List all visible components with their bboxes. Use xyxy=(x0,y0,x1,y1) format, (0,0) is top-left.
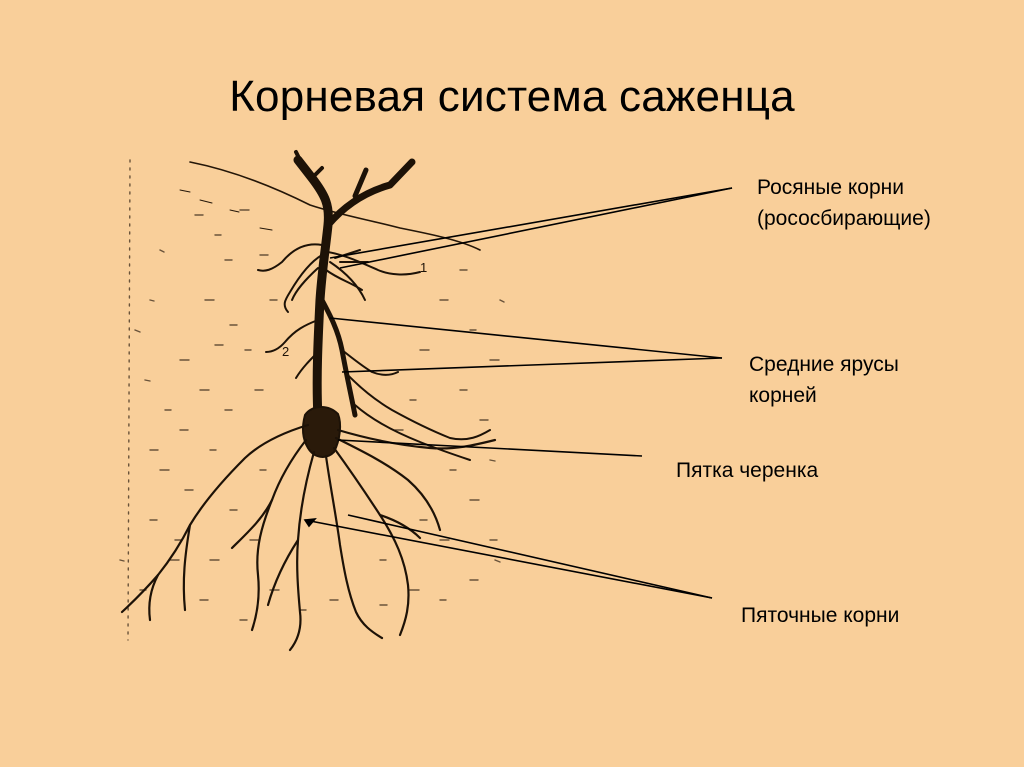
middle-tier-roots xyxy=(265,319,491,461)
marker-1: 1 xyxy=(420,260,427,275)
pointer-lines xyxy=(303,187,733,599)
label-heel-roots: Пяточные корни xyxy=(741,604,900,627)
figure-markers: 1 2 xyxy=(282,260,427,359)
cutting-heel xyxy=(302,406,342,458)
soil-texture xyxy=(119,159,505,641)
pointer-mid-2 xyxy=(341,357,723,373)
label-middle-tiers: Средние ярусы корней xyxy=(749,353,899,407)
pointer-heel xyxy=(337,439,643,457)
heel-roots xyxy=(120,423,497,652)
marker-2: 2 xyxy=(282,344,289,359)
pointer-heelroots-2 xyxy=(347,514,713,599)
pointer-mid-1 xyxy=(329,317,723,359)
slide-title: Корневая система саженца xyxy=(229,72,795,121)
pointer-dew-2 xyxy=(339,187,733,269)
label-cutting-heel: Пятка черенка xyxy=(676,459,819,482)
ground-surface xyxy=(179,161,481,251)
dew-roots xyxy=(257,243,421,313)
label-dew-roots: Росяные корни (рососбирающие) xyxy=(757,176,931,230)
pointer-heelroots-1 xyxy=(304,519,713,599)
pointer-arrowhead xyxy=(303,518,317,528)
pointer-dew-1 xyxy=(329,187,733,259)
